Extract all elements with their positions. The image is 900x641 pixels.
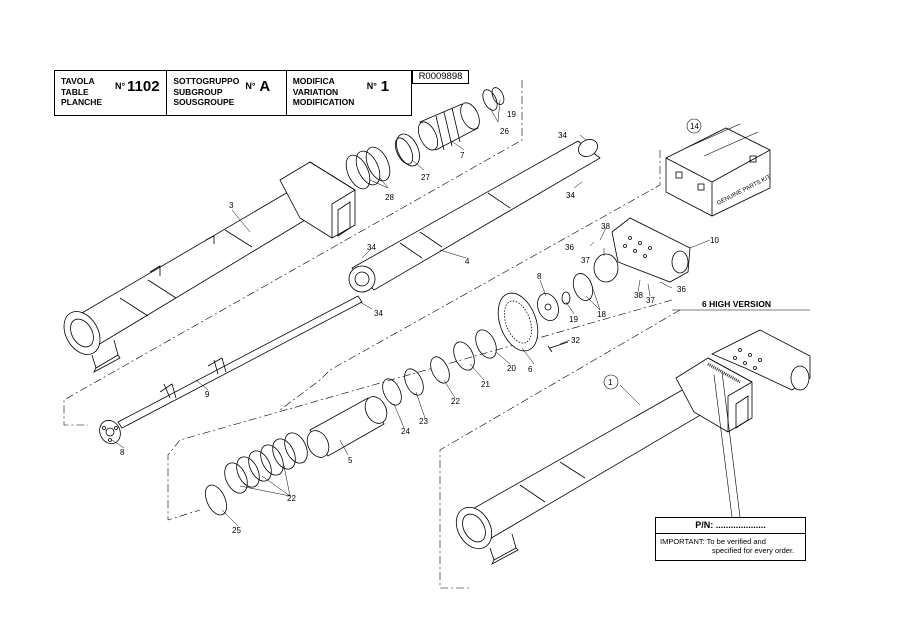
part-20-ring bbox=[475, 329, 497, 359]
part-1-high-version-cylinder bbox=[455, 329, 811, 565]
table-labels: TAVOLA TABLE PLANCHE bbox=[61, 76, 102, 108]
callout-14: 14 bbox=[690, 122, 699, 131]
callout-36-left: 36 bbox=[565, 243, 574, 252]
high-version-label: 6 HIGH VERSION bbox=[702, 299, 771, 309]
drawing-code: R0009898 bbox=[412, 70, 469, 84]
assembly-axes bbox=[63, 80, 681, 589]
callout-26: 26 bbox=[500, 127, 509, 136]
callout-3: 3 bbox=[229, 201, 234, 210]
callout-34-mid: 34 bbox=[367, 243, 376, 252]
subgroup-value: A bbox=[259, 78, 271, 95]
modification-no-label: N° bbox=[366, 81, 377, 91]
callout-34-tube: 34 bbox=[566, 191, 575, 200]
callout-18: 18 bbox=[597, 310, 606, 319]
callout-21: 21 bbox=[481, 380, 490, 389]
callout-28: 28 bbox=[385, 193, 394, 202]
table-cell: TAVOLA TABLE PLANCHE N° 1102 bbox=[55, 71, 168, 115]
callout-25: 25 bbox=[232, 526, 241, 535]
table-label-en: TABLE bbox=[61, 86, 89, 97]
part-3-outer-tube bbox=[63, 161, 356, 373]
callout-6: 6 bbox=[528, 365, 533, 374]
callout-37-right: 37 bbox=[646, 296, 655, 305]
part-21-ring bbox=[453, 341, 475, 371]
callout-38-right: 38 bbox=[634, 291, 643, 300]
subgroup-label-en: SUBGROUP bbox=[173, 86, 223, 97]
part-22-ring bbox=[430, 356, 450, 384]
subgroup-cell: SOTTOGRUPPO SUBGROUP SOUSGROUPE N° A bbox=[167, 71, 287, 115]
table-label-fr: PLANCHE bbox=[61, 97, 103, 107]
subgroup-label-it: SOTTOGRUPPO bbox=[173, 76, 240, 86]
part-7-boot bbox=[417, 102, 480, 151]
modification-label-it: MODIFICA bbox=[292, 76, 335, 86]
part-22-spring bbox=[224, 432, 308, 494]
title-block: TAVOLA TABLE PLANCHE N° 1102 SOTTOGRUPPO… bbox=[54, 70, 412, 116]
table-no-label: N° bbox=[115, 81, 126, 91]
table-number: 1102 bbox=[127, 78, 160, 95]
callout-34-low: 34 bbox=[374, 309, 383, 318]
subgroup-labels: SOTTOGRUPPO SUBGROUP SOUSGROUPE bbox=[173, 76, 239, 108]
part-number-box: P/N: .................... IMPORTANT: To … bbox=[655, 517, 806, 561]
callout-10: 10 bbox=[710, 236, 719, 245]
modification-labels: MODIFICA VARIATION MODIFICATION bbox=[293, 76, 355, 108]
pn-field: P/N: .................... bbox=[656, 518, 805, 534]
pn-important-note: IMPORTANT: To be verified and specified … bbox=[656, 534, 805, 558]
part-24-ring bbox=[382, 378, 402, 406]
subgroup-no-label: N° bbox=[245, 81, 256, 91]
callout-38-left: 38 bbox=[601, 222, 610, 231]
part-28-rings bbox=[345, 146, 391, 190]
leader-lines bbox=[111, 99, 711, 527]
callout-labels: 3 4 1 5 6 7 8 8 9 10 14 18 19 19 20 21 2… bbox=[120, 110, 719, 535]
callout-4: 4 bbox=[465, 257, 470, 266]
callout-24: 24 bbox=[401, 427, 410, 436]
callout-34-top: 34 bbox=[558, 131, 567, 140]
callout-circles bbox=[603, 118, 702, 390]
modification-label-fr: MODIFICATION bbox=[292, 97, 355, 107]
table-label-it: TAVOLA bbox=[61, 76, 95, 86]
modification-label-en: VARIATION bbox=[292, 86, 339, 97]
modification-value: 1 bbox=[380, 78, 390, 95]
callout-32: 32 bbox=[571, 336, 580, 345]
callout-8-right: 8 bbox=[537, 272, 542, 281]
callout-27: 27 bbox=[421, 173, 430, 182]
part-32-screw bbox=[547, 341, 569, 353]
callout-1: 1 bbox=[608, 378, 613, 387]
part-19-ring bbox=[561, 291, 571, 305]
callout-19-top: 19 bbox=[507, 110, 516, 119]
part-8-piston-left bbox=[99, 419, 121, 445]
part-25-ring bbox=[205, 484, 227, 516]
part-9-rod bbox=[117, 295, 363, 429]
part-10-head bbox=[593, 217, 691, 283]
callout-22-spring: 22 bbox=[287, 494, 296, 503]
callout-5: 5 bbox=[348, 456, 353, 465]
callout-19-mid: 19 bbox=[569, 315, 578, 324]
callout-37-left: 37 bbox=[581, 256, 590, 265]
subgroup-label-fr: SOUSGROUPE bbox=[173, 97, 235, 107]
callout-9: 9 bbox=[205, 390, 210, 399]
callout-8-left: 8 bbox=[120, 448, 125, 457]
part-27-ring bbox=[394, 133, 420, 167]
part-23-ring bbox=[404, 368, 424, 396]
part-26-rings bbox=[482, 87, 505, 111]
part-4-inner-tube bbox=[348, 139, 601, 293]
important-line-1: IMPORTANT: To be verified and bbox=[660, 537, 766, 546]
modification-cell: MODIFICA VARIATION MODIFICATION N° 1 bbox=[287, 71, 411, 115]
callout-23: 23 bbox=[419, 417, 428, 426]
part-8-piston-right bbox=[537, 293, 559, 321]
pn-pointer-lines bbox=[713, 371, 741, 518]
part-5-sleeve bbox=[306, 396, 388, 458]
part-6-bearing bbox=[497, 292, 539, 352]
part-14-kit-box: GENUINE PARTS KIT bbox=[665, 123, 772, 217]
important-line-2: specified for every order. bbox=[712, 546, 795, 555]
callout-22-ring: 22 bbox=[451, 397, 460, 406]
callout-36-right: 36 bbox=[677, 285, 686, 294]
callout-7: 7 bbox=[460, 151, 465, 160]
callout-20: 20 bbox=[507, 364, 516, 373]
